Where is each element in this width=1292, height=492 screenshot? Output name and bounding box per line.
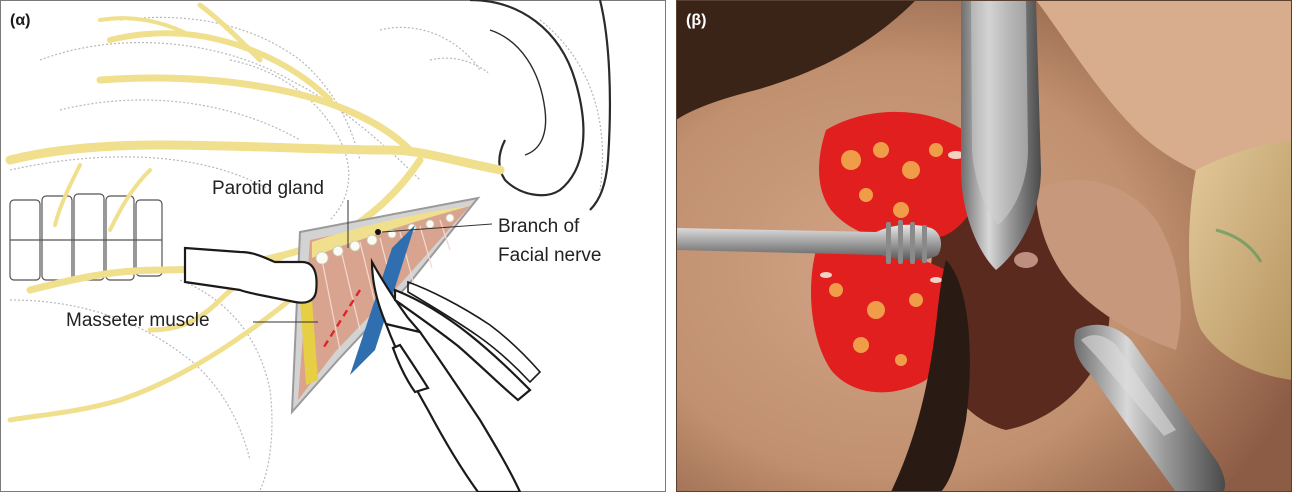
branch-label-line2: Facial nerve <box>498 241 602 270</box>
panel-a-tag: (α) <box>10 12 31 30</box>
retractor-left <box>185 248 317 303</box>
nerve-point <box>375 229 381 235</box>
masseter-muscle-label: Masseter muscle <box>66 310 210 332</box>
branch-facial-nerve-label: Branch of Facial nerve <box>498 212 602 270</box>
parotid-gland-label: Parotid gland <box>212 178 324 200</box>
ear-shape <box>470 0 610 210</box>
branch-label-line1: Branch of <box>498 212 602 241</box>
panel-b-photo: (β) <box>676 0 1292 492</box>
panel-b-tag: (β) <box>686 12 706 30</box>
surgical-photo-svg <box>676 0 1292 492</box>
panel-a-illustration: (α) Parotid gland Branch of Facial nerve… <box>0 0 666 492</box>
